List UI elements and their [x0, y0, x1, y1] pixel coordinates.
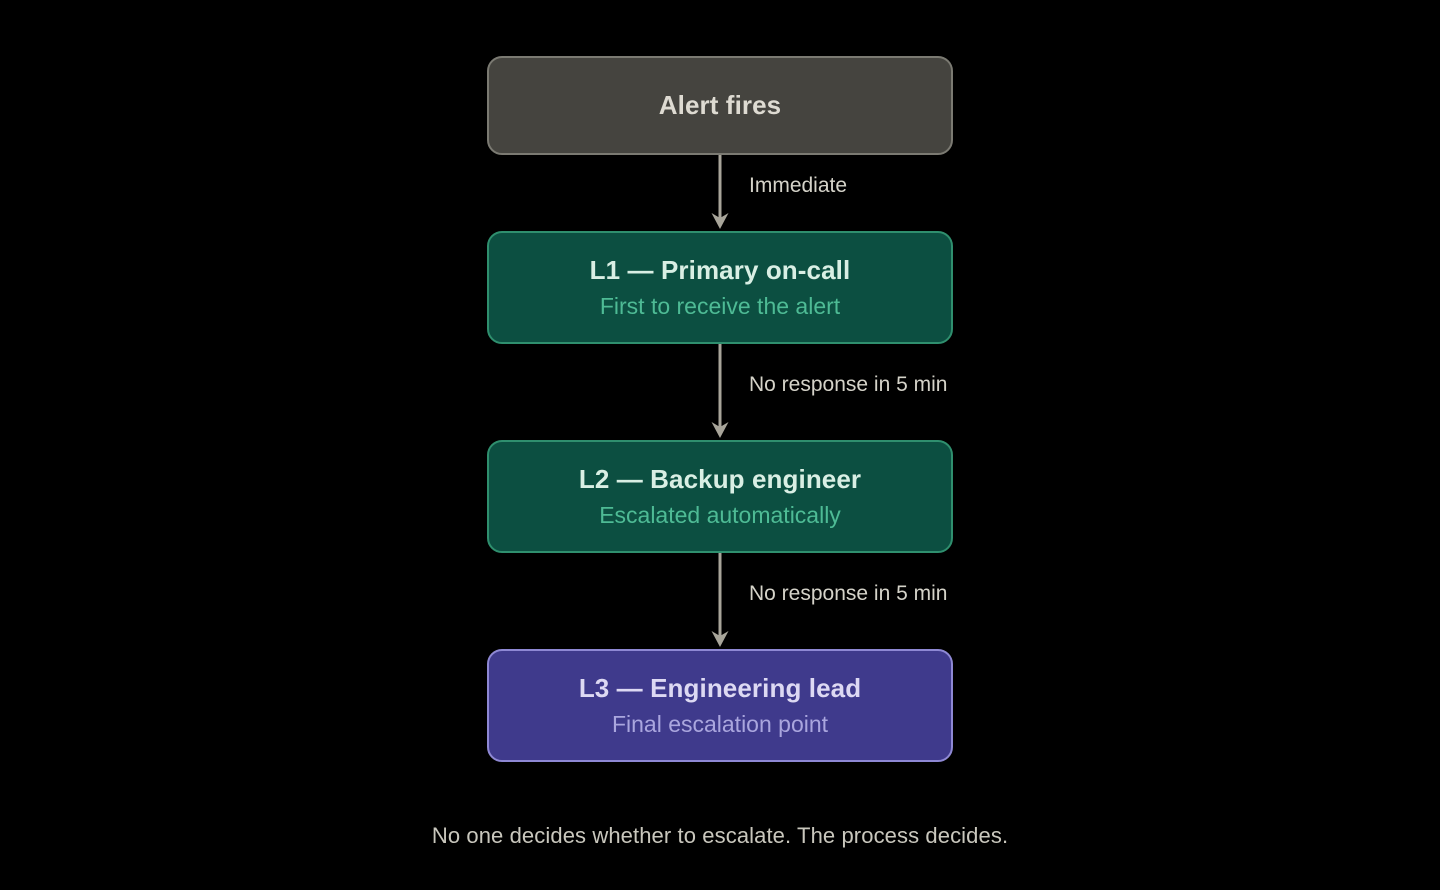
node-subtitle: First to receive the alert — [599, 292, 841, 319]
node-l1-primary-on-call[interactable]: L1 — Primary on-call First to receive th… — [487, 231, 953, 344]
arrow-down-icon — [711, 155, 729, 229]
node-l3-engineering-lead[interactable]: L3 — Engineering lead Final escalation p… — [487, 649, 953, 762]
arrow-down-icon — [711, 344, 729, 438]
edge-label: No response in 5 min — [749, 582, 948, 605]
arrow-down-icon — [711, 553, 729, 647]
node-alert-fires[interactable]: Alert fires — [487, 56, 953, 155]
node-subtitle: Escalated automatically — [599, 501, 841, 528]
edge-label: Immediate — [749, 174, 848, 197]
node-title: Alert fires — [658, 90, 782, 121]
diagram-caption: No one decides whether to escalate. The … — [431, 823, 1009, 848]
edge-l1-to-l2: No response in 5 min — [487, 344, 953, 440]
escalation-flow: Alert fires Immediate L1 — Primary on-ca… — [487, 56, 953, 762]
node-title: L2 — Backup engineer — [578, 463, 862, 494]
node-title: L1 — Primary on-call — [589, 254, 851, 285]
node-subtitle: Final escalation point — [611, 710, 829, 737]
node-l2-backup-engineer[interactable]: L2 — Backup engineer Escalated automatic… — [487, 440, 953, 553]
edge-label: No response in 5 min — [749, 373, 948, 396]
edge-alert-to-l1: Immediate — [487, 155, 953, 231]
node-title: L3 — Engineering lead — [578, 672, 862, 703]
edge-l2-to-l3: No response in 5 min — [487, 553, 953, 649]
